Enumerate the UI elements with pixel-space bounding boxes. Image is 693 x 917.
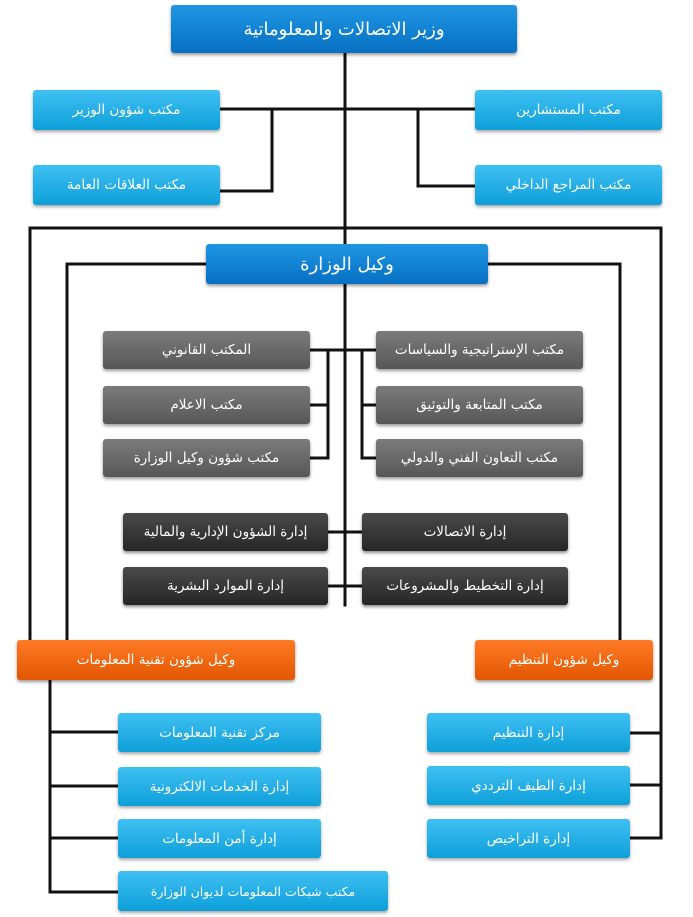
deputy-minister-box: وكيل الوزارة — [206, 244, 488, 284]
deputy-affairs-office: مكتب شؤون وكيل الوزارة — [103, 439, 310, 477]
followup-documentation-office: مكتب المتابعة والتوثيق — [376, 386, 583, 424]
admin-finance-dept: إدارة الشؤون الإدارية والمالية — [123, 513, 328, 551]
technical-international-cooperation-office: مكتب التعاون الفني والدولي — [376, 439, 583, 477]
e-services-dept: إدارة الخدمات الالكترونية — [118, 767, 321, 806]
it-center: مركز تقنية المعلومات — [118, 713, 321, 752]
frequency-spectrum-dept: إدارة الطيف الترددي — [427, 766, 630, 805]
information-security-dept: إدارة أمن المعلومات — [118, 819, 321, 858]
planning-projects-dept: إدارة التخطيط والمشروعات — [362, 567, 568, 605]
organization-dept: إدارة التنظيم — [427, 713, 630, 752]
ministry-networks-office: مكتب شبكات المعلومات لديوان الوزارة — [118, 871, 388, 911]
internal-audit-office: مكتب المراجع الداخلي — [475, 165, 662, 205]
strategy-policy-office: مكتب الإستراتيجية والسياسات — [376, 331, 583, 369]
organization-affairs-deputy: وكيل شؤون التنظيم — [475, 640, 653, 680]
human-resources-dept: إدارة الموارد البشرية — [123, 567, 328, 605]
it-affairs-deputy: وكيل شؤون تقنية المعلومات — [17, 640, 295, 680]
media-office: مكتب الاعلام — [103, 386, 310, 424]
public-relations-office: مكتب العلاقات العامة — [33, 165, 220, 205]
minister-affairs-office: مكتب شؤون الوزير — [33, 90, 220, 130]
communications-dept: إدارة الاتصالات — [362, 513, 568, 551]
licensing-dept: إدارة التراخيص — [427, 819, 630, 858]
advisors-office: مكتب المستشارين — [475, 90, 662, 130]
legal-office: المكتب القانوني — [103, 331, 310, 369]
minister-box: وزير الاتصالات والمعلوماتية — [171, 5, 517, 53]
